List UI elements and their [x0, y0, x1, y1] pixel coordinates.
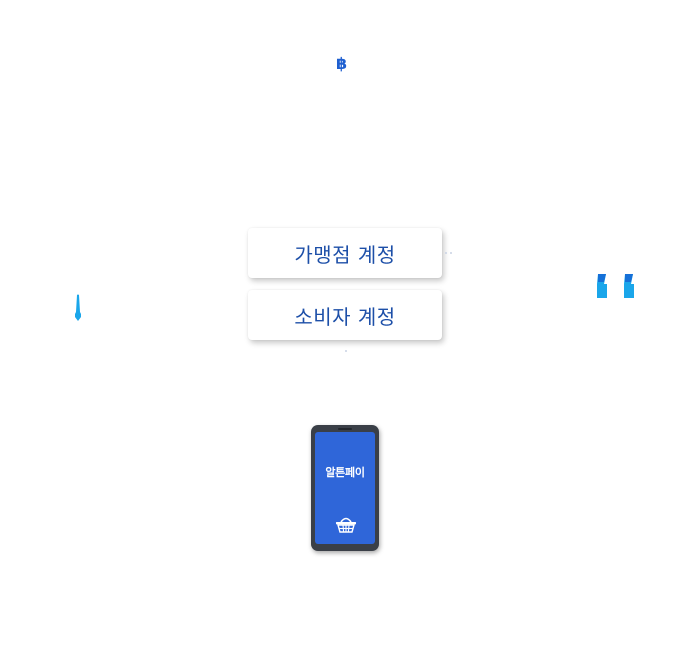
merchant-account-card[interactable]: 가맹점 계정: [248, 228, 442, 278]
connector-dot: [345, 350, 347, 352]
marker-icon: [75, 294, 81, 321]
phone-speaker: [338, 428, 352, 430]
bitcoin-icon: ฿: [336, 54, 348, 73]
basket-icon[interactable]: [335, 515, 357, 533]
smartphone: 알튼페이: [311, 425, 379, 551]
consumer-account-label: 소비자 계정: [294, 304, 396, 329]
connector-dot: [445, 252, 447, 254]
app-name: 알튼페이: [325, 466, 365, 479]
consumer-account-card[interactable]: 소비자 계정: [248, 290, 442, 340]
merchant-account-label: 가맹점 계정: [294, 242, 396, 267]
phone-screen[interactable]: 알튼페이: [315, 432, 375, 544]
connector-dot: [450, 252, 452, 254]
quote-icon: [597, 274, 634, 298]
